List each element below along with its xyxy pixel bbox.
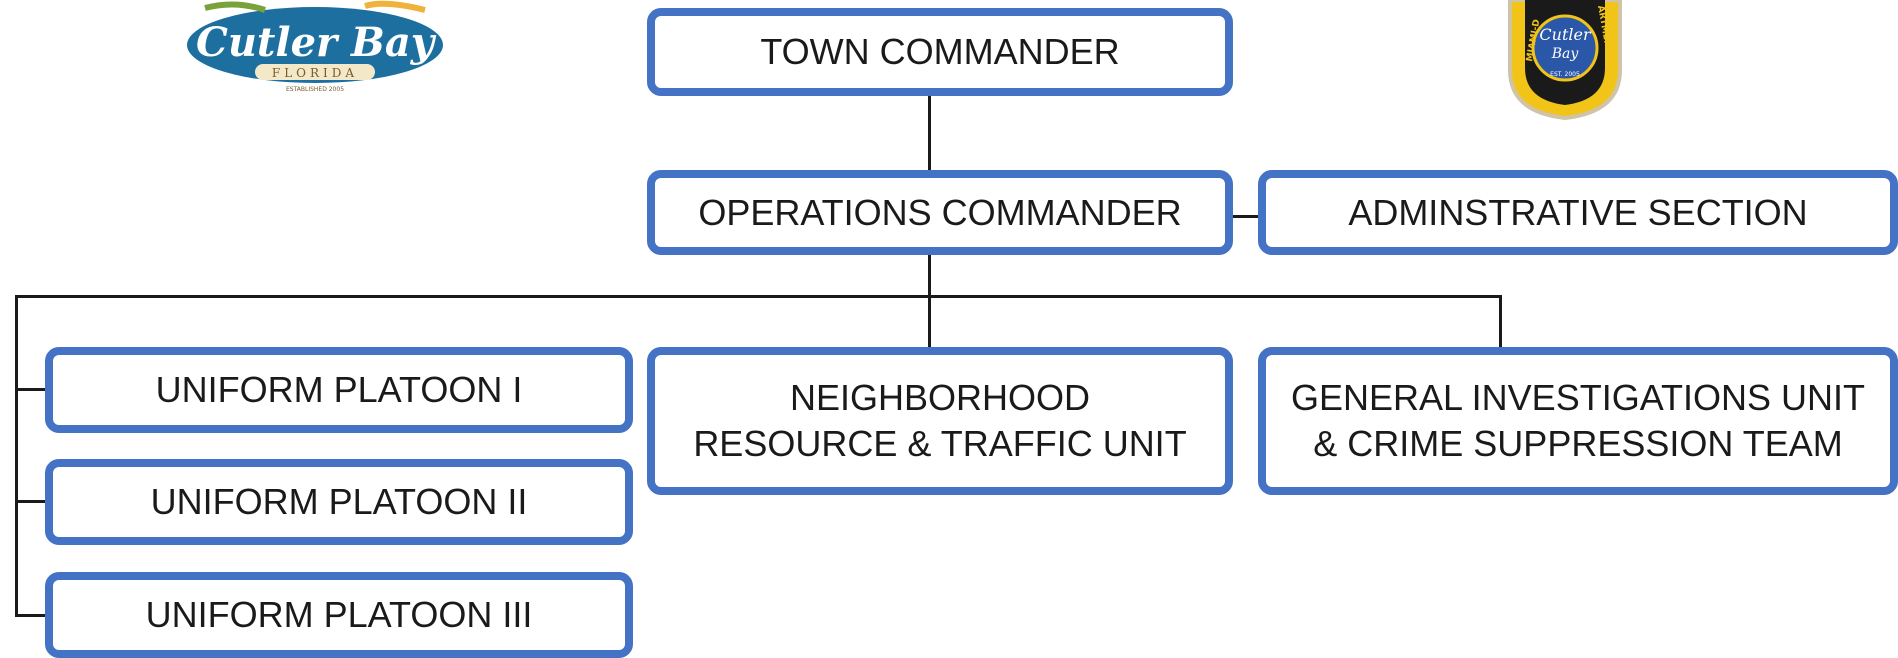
svg-text:ESTABLISHED 2005: ESTABLISHED 2005 (286, 86, 344, 93)
connector-ops-admin (1229, 215, 1259, 218)
logo-title: Cutler Bay (196, 19, 437, 66)
general-investigations-box: GENERAL INVESTIGATIONS UNIT & CRIME SUPP… (1258, 347, 1898, 495)
operations-commander-box: OPERATIONS COMMANDER (647, 170, 1233, 255)
neighborhood-label-line1: NEIGHBORHOOD (789, 377, 1091, 418)
connector-town-ops (928, 92, 931, 174)
cutler-bay-logo: Cutler Bay FLORIDA ESTABLISHED 2005 (187, 0, 443, 93)
connector-platoon-1 (15, 388, 48, 391)
operations-commander-label: OPERATIONS COMMANDER (698, 191, 1182, 233)
connector-left-vertical (15, 295, 18, 617)
uniform-platoon-3-box: UNIFORM PLATOON III (45, 572, 633, 658)
town-commander-box: TOWN COMMANDER (647, 8, 1233, 96)
connector-platoon-2 (15, 500, 48, 503)
svg-text:Cutler: Cutler (1539, 25, 1592, 44)
connector-horizontal-bus (15, 295, 1502, 298)
connector-ops-down (928, 251, 931, 348)
uniform-platoon-1-box: UNIFORM PLATOON I (45, 347, 633, 433)
administrative-section-label: ADMINSTRATIVE SECTION (1348, 191, 1808, 233)
connector-down-general (1499, 295, 1502, 348)
uniform-platoon-2-box: UNIFORM PLATOON II (45, 459, 633, 545)
svg-text:Bay: Bay (1551, 46, 1580, 62)
svg-text:EST. 2005: EST. 2005 (1550, 71, 1580, 78)
svg-text:FLORIDA: FLORIDA (272, 66, 358, 80)
uniform-platoon-1-label: UNIFORM PLATOON I (155, 369, 523, 410)
uniform-platoon-3-label: UNIFORM PLATOON III (145, 594, 533, 635)
neighborhood-resource-traffic-box: NEIGHBORHOOD RESOURCE & TRAFFIC UNIT (647, 347, 1233, 495)
general-investigations-label-line1: GENERAL INVESTIGATIONS UNIT (1290, 377, 1866, 418)
town-commander-label: TOWN COMMANDER (760, 31, 1120, 72)
connector-platoon-3 (15, 614, 48, 617)
police-badge-logo: Cutler Bay EST. 2005 MIAMI-D ARTMENT (1508, 0, 1622, 121)
general-investigations-label-line2: & CRIME SUPPRESSION TEAM (1313, 423, 1843, 464)
administrative-section-box: ADMINSTRATIVE SECTION (1258, 170, 1898, 255)
neighborhood-label-line2: RESOURCE & TRAFFIC UNIT (693, 423, 1187, 464)
uniform-platoon-2-label: UNIFORM PLATOON II (150, 481, 528, 522)
